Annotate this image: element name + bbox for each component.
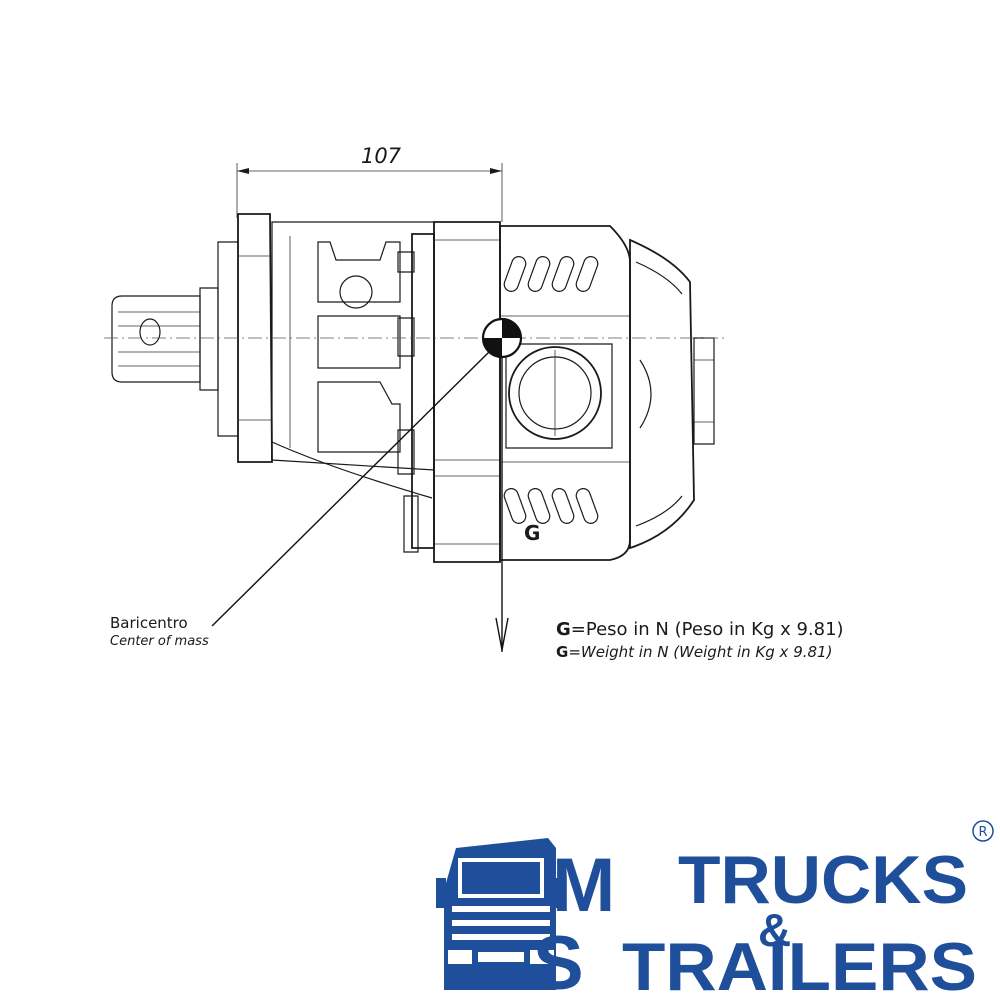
dimension-label: 107 xyxy=(361,144,402,168)
logo-letter-m: M xyxy=(552,843,615,928)
center-of-mass-leader xyxy=(211,351,490,627)
pump-body xyxy=(104,213,724,563)
formula-en: G=Weight in N (Weight in Kg x 9.81) xyxy=(556,643,832,661)
cooling-slots-top xyxy=(503,256,599,292)
truck-front-icon xyxy=(436,838,566,990)
logo-ampersand: & xyxy=(758,904,791,956)
center-label-en: Center of mass xyxy=(110,634,209,649)
formula-it: G=Peso in N (Peso in Kg x 9.81) xyxy=(556,619,844,640)
logo-letter-s: S xyxy=(533,921,584,1000)
cooling-slots-bottom xyxy=(503,488,599,524)
formula-it-text: =Peso in N (Peso in Kg x 9.81) xyxy=(571,619,844,640)
registered-mark-icon: R xyxy=(972,820,994,842)
ms-trucks-trailers-logo: M S TRUCKS & TRAILERS R xyxy=(436,820,994,1004)
dimension-107: 107 xyxy=(236,144,503,222)
logo-word-trucks: TRUCKS xyxy=(678,842,968,918)
center-of-mass-symbol xyxy=(481,317,523,359)
g-marker: G xyxy=(524,521,540,545)
registered-letter: R xyxy=(978,825,987,840)
gravity-arrow xyxy=(495,357,509,652)
formula-en-symbol: G xyxy=(556,643,568,661)
formula-it-symbol: G xyxy=(556,619,571,640)
center-label-it: Baricentro xyxy=(110,614,188,632)
logo-word-trailers: TRAILERS xyxy=(622,929,977,1000)
formula-en-text: =Weight in N (Weight in Kg x 9.81) xyxy=(568,643,832,661)
